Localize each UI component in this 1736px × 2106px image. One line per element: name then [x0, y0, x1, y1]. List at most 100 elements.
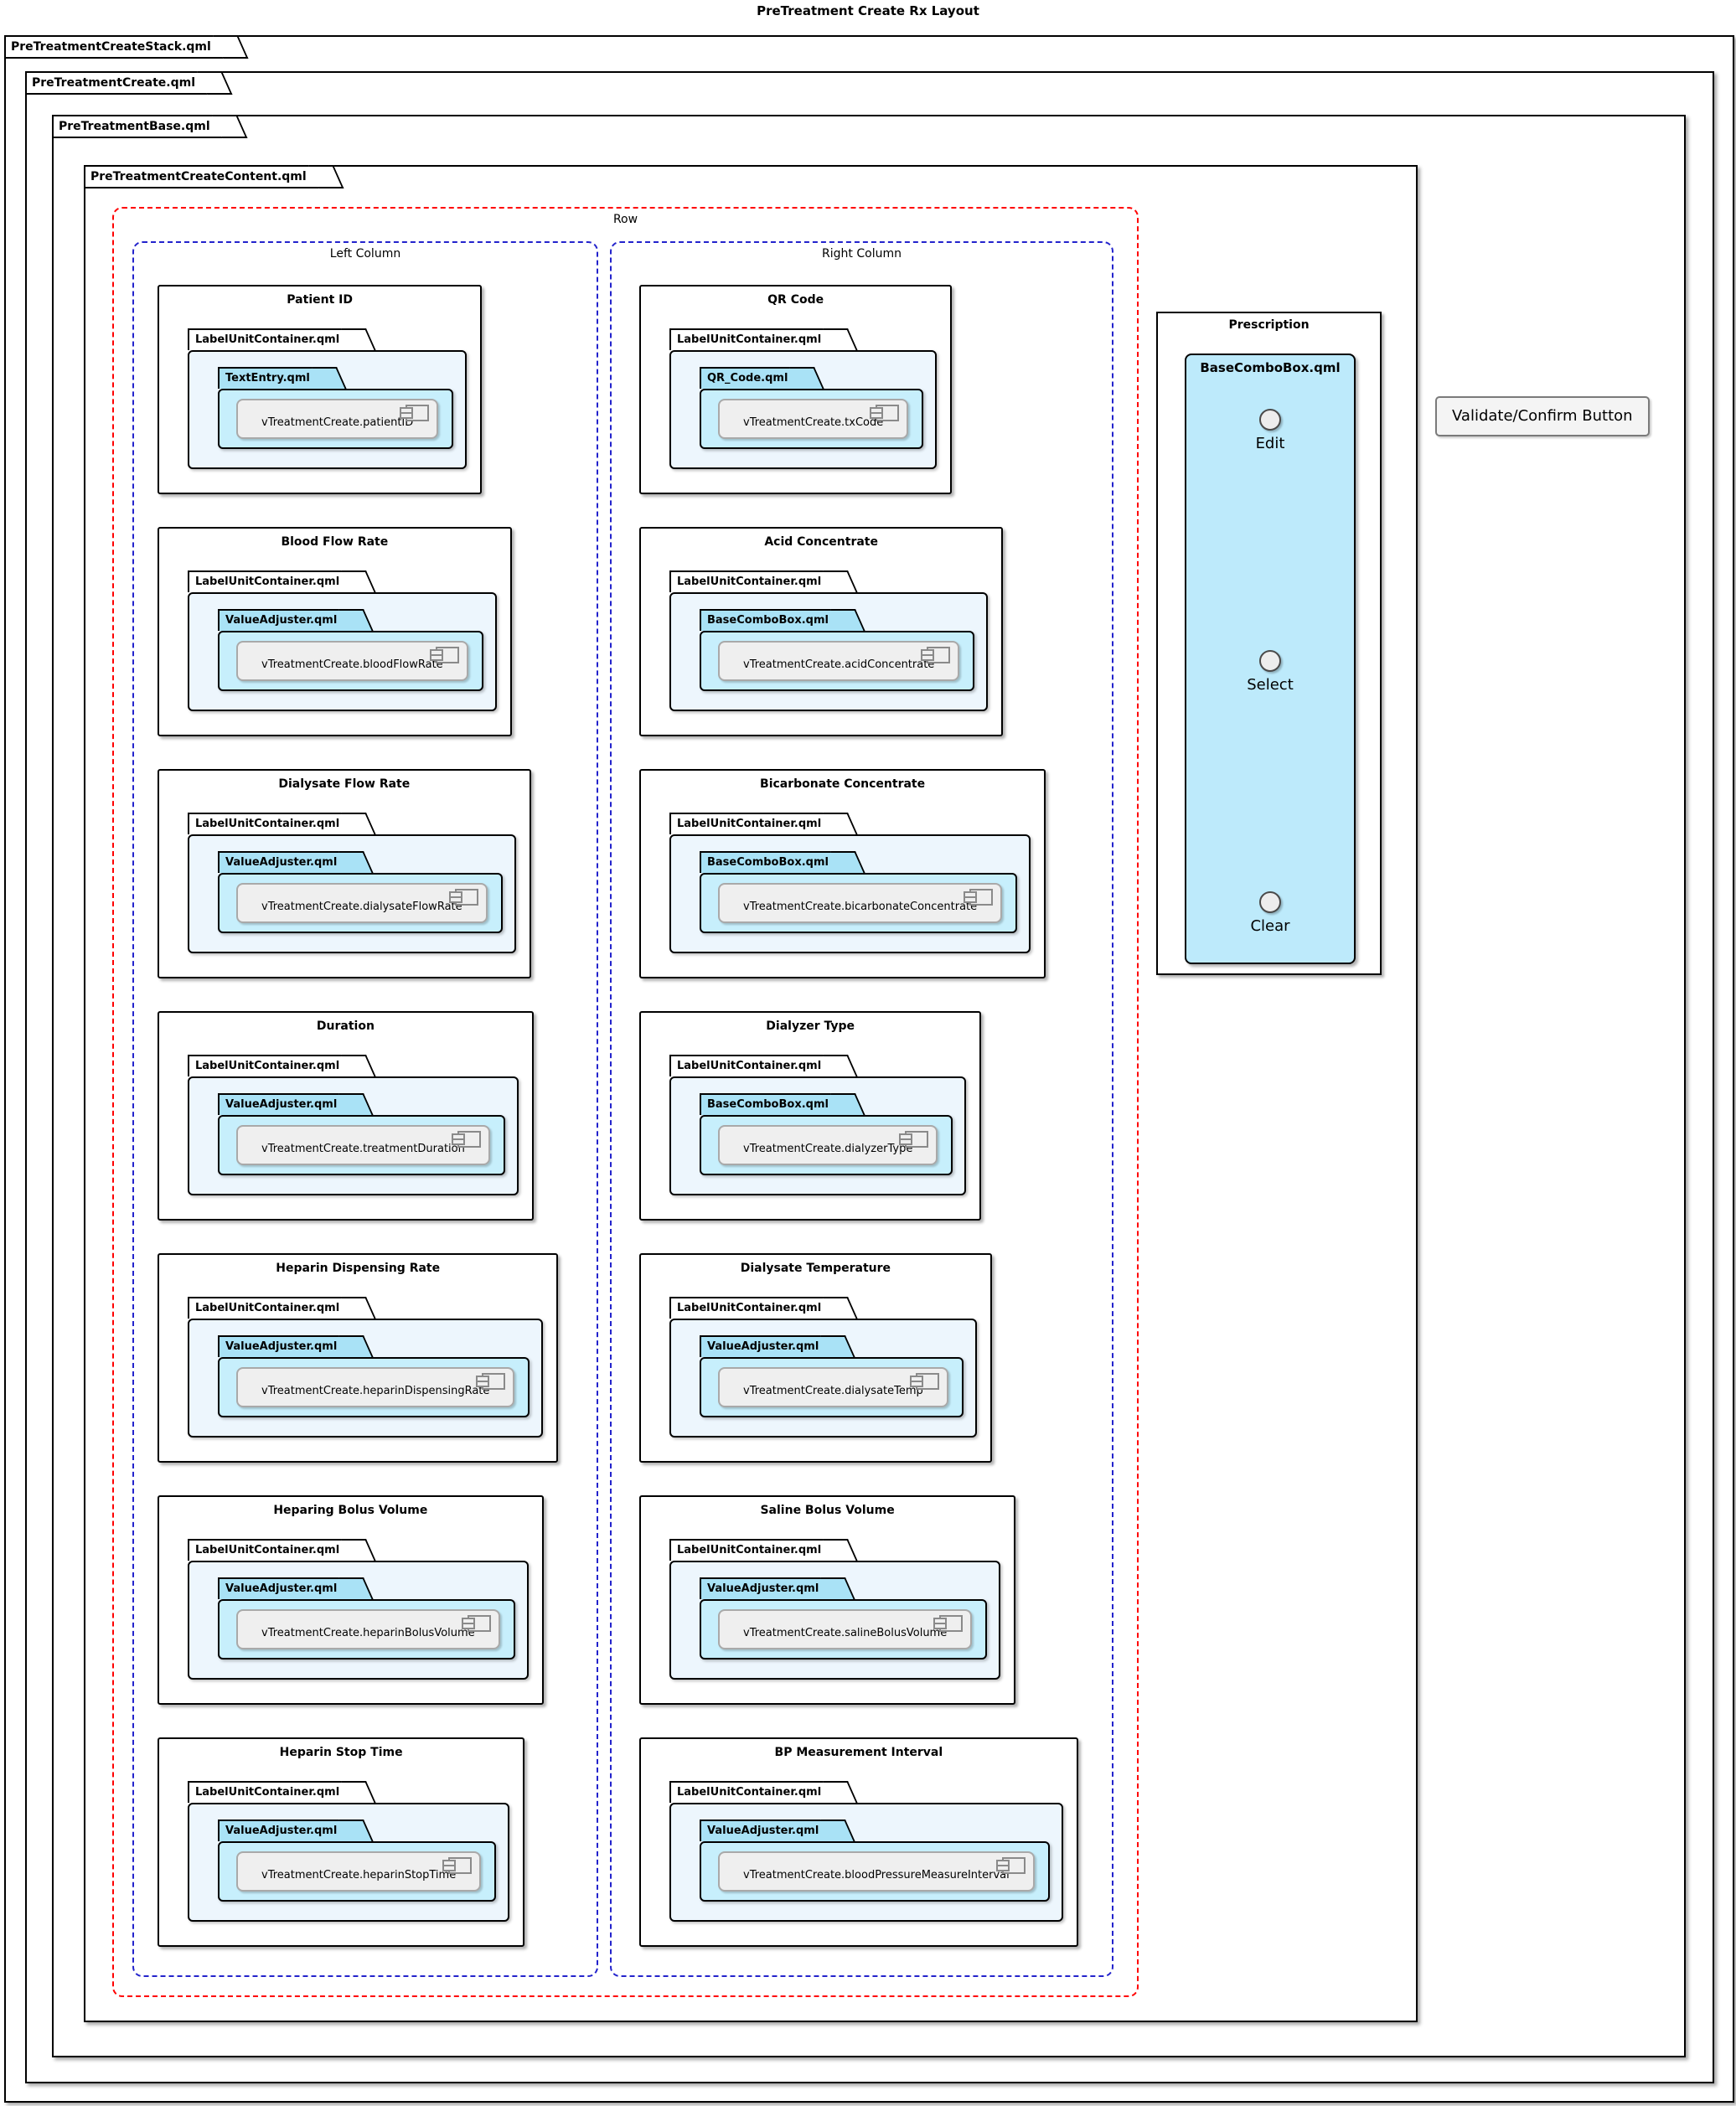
package-label-unit-container: LabelUnitContainer.qml — [669, 1055, 835, 1076]
component-label: vTreatmentCreate.bloodFlowRate — [261, 658, 443, 671]
left-column-label: Left Column — [329, 247, 401, 261]
frame-tab-stack: PreTreatmentCreateStack.qml — [4, 35, 225, 59]
package-control: ValueAdjuster.qml — [218, 1093, 351, 1115]
field-title: Saline Bolus Volume — [760, 1504, 895, 1517]
interface-clear: Clear — [1186, 891, 1354, 935]
component-label: vTreatmentCreate.treatmentDuration — [261, 1143, 465, 1155]
component-label: vTreatmentCreate.heparinDispensingRate — [261, 1385, 490, 1397]
field-title: Blood Flow Rate — [281, 535, 389, 549]
row-label: Row — [612, 213, 638, 226]
base-combobox-title: BaseComboBox.qml — [1200, 360, 1341, 375]
component-icon — [964, 889, 994, 906]
component-node: vTreatmentCreate.txCode — [718, 399, 909, 439]
field-blood-flow-rate: Blood Flow Rate LabelUnitContainer.qml V… — [158, 527, 512, 736]
field-heparin-stop-time: Heparin Stop Time LabelUnitContainer.qml… — [158, 1737, 525, 1947]
package-label-unit-container: LabelUnitContainer.qml — [188, 1297, 354, 1319]
package-control: ValueAdjuster.qml — [700, 1820, 833, 1841]
component-node: vTreatmentCreate.patientID — [236, 399, 439, 439]
row-group: Row — [112, 207, 1139, 1997]
component-icon — [461, 1615, 491, 1632]
field-dialysate-flow-rate: Dialysate Flow Rate LabelUnitContainer.q… — [158, 769, 531, 978]
left-column-group: Left Column — [132, 241, 598, 1977]
component-label: vTreatmentCreate.salineBolusVolume — [743, 1627, 948, 1639]
component-node: vTreatmentCreate.bloodPressureMeasureInt… — [718, 1851, 1035, 1892]
frame-tab-content: PreTreatmentCreateContent.qml — [84, 165, 320, 188]
package-label-unit-container: LabelUnitContainer.qml — [188, 813, 354, 834]
package-control: ValueAdjuster.qml — [700, 1577, 833, 1599]
component-label: vTreatmentCreate.dialysateTemp — [743, 1385, 923, 1397]
component-node: vTreatmentCreate.dialysateFlowRate — [236, 883, 488, 923]
field-title: Heparin Dispensing Rate — [276, 1262, 441, 1275]
right-column-group: Right Column — [610, 241, 1113, 1977]
field-saline-bolus-volume: Saline Bolus Volume LabelUnitContainer.q… — [639, 1495, 1016, 1705]
field-title: BP Measurement Interval — [774, 1746, 943, 1759]
interface-icon — [1259, 409, 1281, 431]
field-title: Heparing Bolus Volume — [273, 1504, 428, 1517]
package-label-unit-container: LabelUnitContainer.qml — [188, 570, 354, 592]
frame-tab-base: PreTreatmentBase.qml — [52, 115, 224, 138]
validate-confirm-button: Validate/Confirm Button — [1435, 396, 1650, 436]
component-label: vTreatmentCreate.bicarbonateConcentrate — [743, 901, 978, 913]
component-node: vTreatmentCreate.heparinDispensingRate — [236, 1367, 515, 1407]
field-title: QR Code — [767, 293, 824, 307]
interface-label: Select — [1247, 676, 1294, 694]
component-node: vTreatmentCreate.salineBolusVolume — [718, 1609, 973, 1649]
package-label-unit-container: LabelUnitContainer.qml — [669, 570, 835, 592]
component-node: vTreatmentCreate.heparinBolusVolume — [236, 1609, 500, 1649]
package-label-unit-container: LabelUnitContainer.qml — [669, 1539, 835, 1561]
field-title: Bicarbonate Concentrate — [760, 777, 926, 791]
package-control: BaseComboBox.qml — [700, 1093, 842, 1115]
component-label: vTreatmentCreate.dialyzerType — [743, 1143, 913, 1155]
field-dialyzer-type: Dialyzer Type LabelUnitContainer.qml Bas… — [639, 1011, 982, 1221]
field-dialysate-temperature: Dialysate Temperature LabelUnitContainer… — [639, 1253, 992, 1463]
field-title: Dialysate Temperature — [740, 1262, 891, 1275]
package-control: ValueAdjuster.qml — [218, 1577, 351, 1599]
component-icon — [933, 1615, 964, 1632]
field-title: Heparin Stop Time — [279, 1746, 403, 1759]
interface-edit: Edit — [1186, 409, 1354, 452]
component-icon — [909, 1373, 939, 1390]
field-title: Duration — [316, 1019, 375, 1033]
field-heparin-bolus-volume: Heparing Bolus Volume LabelUnitContainer… — [158, 1495, 544, 1705]
package-control: BaseComboBox.qml — [700, 609, 842, 631]
base-combobox-node: BaseComboBox.qml Edit Select Clear — [1185, 354, 1356, 964]
component-node: vTreatmentCreate.dialysateTemp — [718, 1367, 948, 1407]
component-icon — [429, 647, 459, 663]
package-control: ValueAdjuster.qml — [218, 609, 351, 631]
component-label: vTreatmentCreate.acidConcentrate — [743, 658, 935, 671]
component-label: vTreatmentCreate.heparinStopTime — [261, 1869, 457, 1881]
package-label-unit-container: LabelUnitContainer.qml — [188, 1055, 354, 1076]
diagram-title: PreTreatment Create Rx Layout — [757, 3, 979, 18]
field-heparin-dispensing-rate: Heparin Dispensing Rate LabelUnitContain… — [158, 1253, 559, 1463]
component-label: vTreatmentCreate.dialysateFlowRate — [261, 901, 462, 913]
package-label-unit-container: LabelUnitContainer.qml — [669, 813, 835, 834]
component-label: vTreatmentCreate.heparinBolusVolume — [261, 1627, 475, 1639]
package-label-unit-container: LabelUnitContainer.qml — [669, 1781, 835, 1803]
field-patient-id: Patient ID LabelUnitContainer.qml TextEn… — [158, 285, 483, 494]
field-title: Patient ID — [287, 293, 353, 307]
package-label-unit-container: LabelUnitContainer.qml — [188, 328, 354, 350]
component-icon — [451, 1131, 481, 1148]
package-control: TextEntry.qml — [218, 367, 323, 389]
package-label-unit-container: LabelUnitContainer.qml — [669, 1297, 835, 1319]
package-control: ValueAdjuster.qml — [218, 851, 351, 873]
field-title: Dialysate Flow Rate — [278, 777, 411, 791]
field-acid-concentrate: Acid Concentrate LabelUnitContainer.qml … — [639, 527, 1004, 736]
field-bp-measurement-interval: BP Measurement Interval LabelUnitContain… — [639, 1737, 1078, 1947]
component-icon — [448, 889, 478, 906]
component-icon — [442, 1857, 473, 1874]
component-node: vTreatmentCreate.bicarbonateConcentrate — [718, 883, 1003, 923]
field-title: Dialyzer Type — [766, 1019, 855, 1033]
component-icon — [921, 647, 951, 663]
prescription-box: Prescription BaseComboBox.qml Edit Selec… — [1156, 312, 1382, 975]
component-icon — [899, 1131, 929, 1148]
component-icon — [400, 405, 430, 421]
component-icon — [476, 1373, 506, 1390]
component-icon — [995, 1857, 1026, 1874]
right-column-label: Right Column — [822, 247, 902, 261]
interface-select: Select — [1186, 650, 1354, 694]
field-bicarbonate-concentrate: Bicarbonate Concentrate LabelUnitContain… — [639, 769, 1046, 978]
component-icon — [870, 405, 900, 421]
package-control: QR_Code.qml — [700, 367, 802, 389]
package-control: ValueAdjuster.qml — [700, 1335, 833, 1357]
